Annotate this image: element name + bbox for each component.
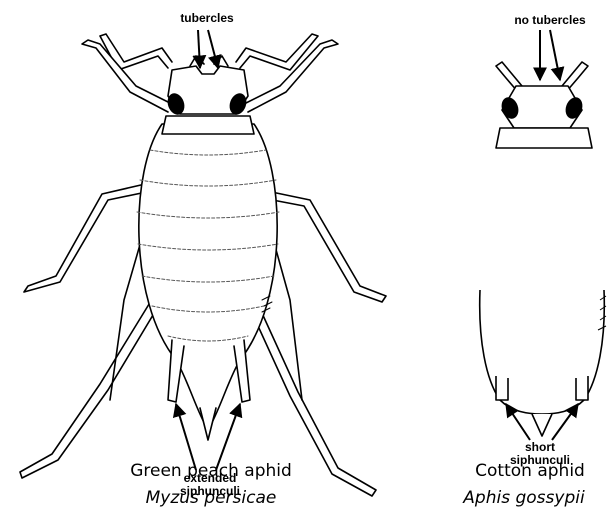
left-hind-leg [20,296,162,478]
no-tubercles-label: no tubercles [500,14,600,27]
left-middle-leg [24,182,156,292]
cauda [200,408,216,440]
cotton-thorax [496,128,592,148]
green-peach-aphid-common-name: Green peach aphid [96,461,326,481]
cotton-cauda [532,414,552,436]
thorax [162,116,254,134]
left-tubercle [190,56,204,66]
tubercles-label: tubercles [172,12,242,25]
green-peach-aphid-scientific-name: Myzus persicae [96,488,326,508]
green-peach-aphid-drawing [20,34,386,496]
cotton-aphid-scientific-name: Aphis gossypii [438,488,610,508]
no-tubercles-arrow-right [550,30,560,80]
right-front-leg [244,40,338,112]
cotton-right-siphunculus [576,376,588,400]
abdomen [139,124,277,430]
cotton-left-siphunculus [496,376,508,400]
cotton-aphid-abdomen-drawing [480,290,606,436]
cotton-aphid-common-name: Cotton aphid [450,461,610,481]
right-middle-leg [262,190,386,302]
tubercles-arrow-right [208,30,218,68]
